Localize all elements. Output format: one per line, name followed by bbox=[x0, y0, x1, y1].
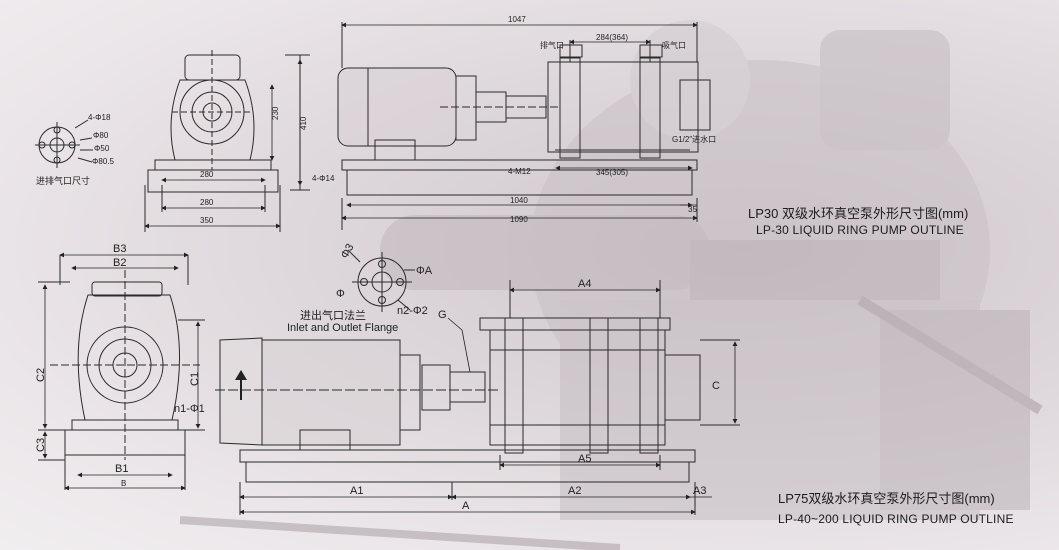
phi3-label: Φ3 bbox=[339, 242, 357, 261]
g-label: G bbox=[438, 309, 447, 321]
water-inlet-label: G1/2"进水口 bbox=[672, 134, 716, 144]
bolt-note-label: 4-M12 bbox=[508, 167, 531, 176]
end-height-a-label: 230 bbox=[271, 106, 280, 120]
flange-en-label: Inlet and Outlet Flange bbox=[287, 322, 398, 334]
exhaust-label: 排气口 bbox=[540, 40, 564, 50]
b1-label: B1 bbox=[115, 463, 128, 475]
bottom-side-view bbox=[215, 280, 740, 515]
total-length-label: 1047 bbox=[508, 15, 526, 24]
a1-label: A1 bbox=[350, 485, 363, 497]
a4-label: A4 bbox=[578, 278, 591, 290]
b3-label: B3 bbox=[113, 243, 126, 255]
base-end-gap-label: 35 bbox=[688, 205, 697, 214]
a3-label: A3 bbox=[693, 485, 706, 497]
b2-label: B2 bbox=[113, 257, 126, 269]
rotation-arrow-icon bbox=[235, 370, 247, 380]
bottom-end-view bbox=[38, 255, 205, 490]
c2-label: C2 bbox=[35, 368, 47, 382]
base-length-b-label: 1090 bbox=[510, 215, 528, 224]
phi-a-label: ΦA bbox=[416, 265, 433, 277]
flange-dia3-label: Φ80.5 bbox=[92, 157, 115, 166]
end-base-inner-label: 280 bbox=[200, 170, 214, 179]
top-flange-detail bbox=[35, 119, 93, 168]
port-spacing-label: 284(364) bbox=[596, 33, 628, 42]
flange-note-label: 进排气口尺寸 bbox=[36, 175, 90, 186]
a-label: A bbox=[462, 500, 470, 512]
flange-dia2-label: Φ50 bbox=[94, 144, 110, 153]
flange-cn-label: 进出气口法兰 bbox=[300, 308, 366, 322]
background-pump-photo bbox=[179, 20, 1043, 550]
intake-label: 吸气口 bbox=[662, 40, 686, 50]
n1-label: n1-Φ1 bbox=[174, 403, 205, 415]
flange-bolts-label: 4-Φ18 bbox=[88, 113, 111, 122]
c-label: C bbox=[712, 380, 720, 392]
phi-label: Φ bbox=[336, 288, 345, 300]
lp30-caption-en: LP-30 LIQUID RING PUMP OUTLINE bbox=[756, 223, 964, 237]
a5-label: A5 bbox=[578, 453, 591, 465]
base-length-a-label: 1040 bbox=[510, 196, 528, 205]
lp75-caption-en: LP-40~200 LIQUID RING PUMP OUTLINE bbox=[778, 512, 1014, 526]
a2-label: A2 bbox=[568, 485, 581, 497]
flange-dia1-label: Φ80 bbox=[93, 131, 109, 140]
end-base-mid-label: 280 bbox=[200, 198, 214, 207]
mount-span-label: 345(305) bbox=[596, 168, 628, 177]
lp30-caption-cn: LP30 双级水环真空泵外形尺寸图(mm) bbox=[748, 206, 969, 221]
bottom-flange-detail bbox=[347, 249, 415, 312]
top-side-view bbox=[337, 22, 711, 230]
n2-label: n2-Φ2 bbox=[397, 305, 428, 317]
b-label: B bbox=[121, 479, 126, 488]
end-base-outer-label: 350 bbox=[200, 216, 214, 225]
foot-holes-label: 4-Φ14 bbox=[312, 174, 335, 183]
end-height-b-label: 410 bbox=[299, 116, 308, 130]
c3-label: C3 bbox=[35, 438, 47, 452]
c1-label: C1 bbox=[189, 372, 201, 386]
top-end-view bbox=[144, 50, 310, 232]
lp75-caption-cn: LP75双级水环真空泵外形尺寸图(mm) bbox=[778, 491, 995, 506]
